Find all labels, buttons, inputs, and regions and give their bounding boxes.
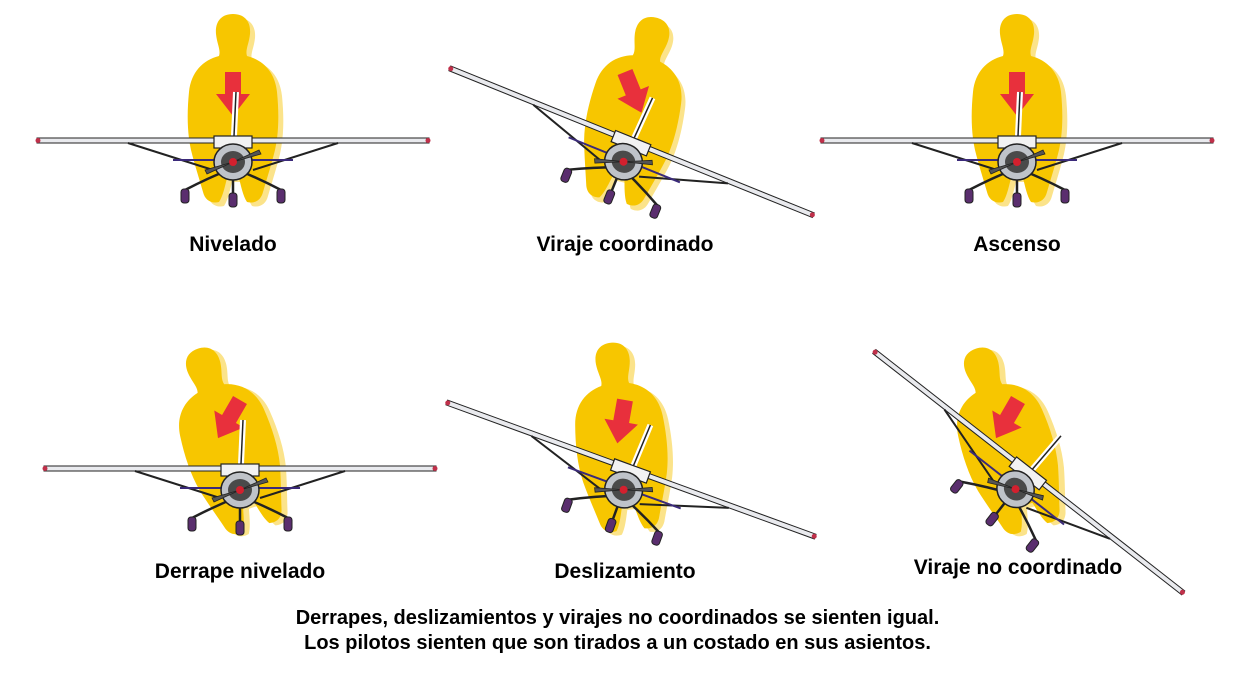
right-strut <box>639 503 729 509</box>
right-wingtip-light <box>811 533 817 539</box>
pilot-group <box>179 347 288 537</box>
left-wingtip-light <box>42 466 48 471</box>
left-wheel <box>187 516 197 532</box>
right-strut <box>259 470 346 499</box>
nose-wheel <box>603 189 616 205</box>
panel-label: Ascenso <box>973 233 1061 256</box>
right-strut <box>252 142 339 171</box>
airplane <box>872 348 1186 596</box>
airplane <box>35 91 431 208</box>
force-arrow-shape <box>992 396 1025 439</box>
spinner <box>236 486 244 494</box>
right-wheel <box>649 203 662 219</box>
left-strut <box>127 142 214 171</box>
airplane <box>42 419 438 536</box>
panel-2: Viraje coordinado <box>425 0 825 310</box>
spinner <box>619 485 628 494</box>
force-arrow-shape <box>604 398 638 444</box>
panel-3: Ascenso <box>817 0 1217 310</box>
right-wingtip-light <box>809 212 815 218</box>
nose-wheel <box>604 517 617 534</box>
left-wheel <box>561 497 573 513</box>
panel-label: Nivelado <box>189 233 277 256</box>
panel-5: Deslizamiento <box>425 328 825 638</box>
force-arrow-icon <box>992 396 1025 439</box>
spinner <box>229 158 237 166</box>
propeller <box>594 158 653 166</box>
nose-wheel <box>228 192 238 208</box>
left-wheel <box>560 167 573 183</box>
panel-illustration <box>872 347 1186 596</box>
panel-label: Viraje no coordinado <box>913 556 1123 579</box>
spinner <box>619 157 628 166</box>
right-wingtip-light <box>425 138 431 143</box>
propeller <box>211 477 269 503</box>
left-strut <box>134 470 221 499</box>
pilot-group <box>575 342 673 536</box>
force-arrow-icon <box>617 69 650 113</box>
caption-line-1: Derrapes, deslizamientos y virajes no co… <box>295 607 940 629</box>
panel-1: Nivelado <box>33 0 433 310</box>
right-wheel <box>276 188 286 204</box>
propeller <box>204 149 262 175</box>
right-strut <box>1026 506 1111 540</box>
panel-4: Derrape nivelado <box>40 328 440 638</box>
panel-illustration <box>35 14 431 208</box>
left-wingtip-light <box>872 349 878 355</box>
force-arrow-icon <box>214 396 247 439</box>
force-arrow-icon <box>604 398 638 444</box>
nose-wheel <box>235 520 245 536</box>
right-wheel <box>283 516 293 532</box>
panel-illustration <box>448 16 815 219</box>
panel-illustration <box>42 347 438 537</box>
left-wingtip-light <box>448 66 454 72</box>
caption-line-2: Los pilotos sienten que son tirados a un… <box>304 632 931 654</box>
propeller <box>594 486 654 493</box>
left-strut <box>911 142 998 171</box>
airplane <box>445 399 817 546</box>
propeller <box>988 149 1046 175</box>
spinner <box>1011 485 1020 494</box>
left-wheel <box>950 479 964 494</box>
right-wheel <box>651 530 663 546</box>
spinner <box>1013 158 1021 166</box>
left-wingtip-light <box>445 400 451 406</box>
nose-wheel <box>1012 192 1022 208</box>
panel-label: Derrape nivelado <box>154 560 326 583</box>
left-wheel <box>964 188 974 204</box>
right-strut <box>1036 142 1123 171</box>
panel-label: Viraje coordinado <box>536 233 714 256</box>
panel-6: Viraje no coordinado <box>818 328 1218 638</box>
panel-illustration <box>819 14 1215 208</box>
left-strut <box>943 408 996 484</box>
right-wingtip-light <box>1209 138 1215 143</box>
nose-wheel <box>985 511 999 527</box>
right-wheel <box>1060 188 1070 204</box>
left-wheel <box>180 188 190 204</box>
left-wingtip-light <box>35 138 41 143</box>
panel-label: Deslizamiento <box>554 560 696 583</box>
caption: Derrapes, deslizamientos y virajes no co… <box>0 606 1235 656</box>
airplane <box>819 91 1215 208</box>
panel-illustration <box>445 342 817 546</box>
left-strut <box>532 103 603 163</box>
airplane <box>448 65 815 219</box>
force-arrow-shape <box>214 396 247 439</box>
right-wingtip-light <box>1179 589 1185 595</box>
pilot-group <box>584 16 686 211</box>
left-strut <box>530 435 603 492</box>
right-strut <box>638 175 729 185</box>
right-wingtip-light <box>432 466 438 471</box>
force-arrow-shape <box>617 69 650 113</box>
right-wheel <box>1025 538 1040 553</box>
propeller <box>987 477 1044 501</box>
left-wingtip-light <box>819 138 825 143</box>
